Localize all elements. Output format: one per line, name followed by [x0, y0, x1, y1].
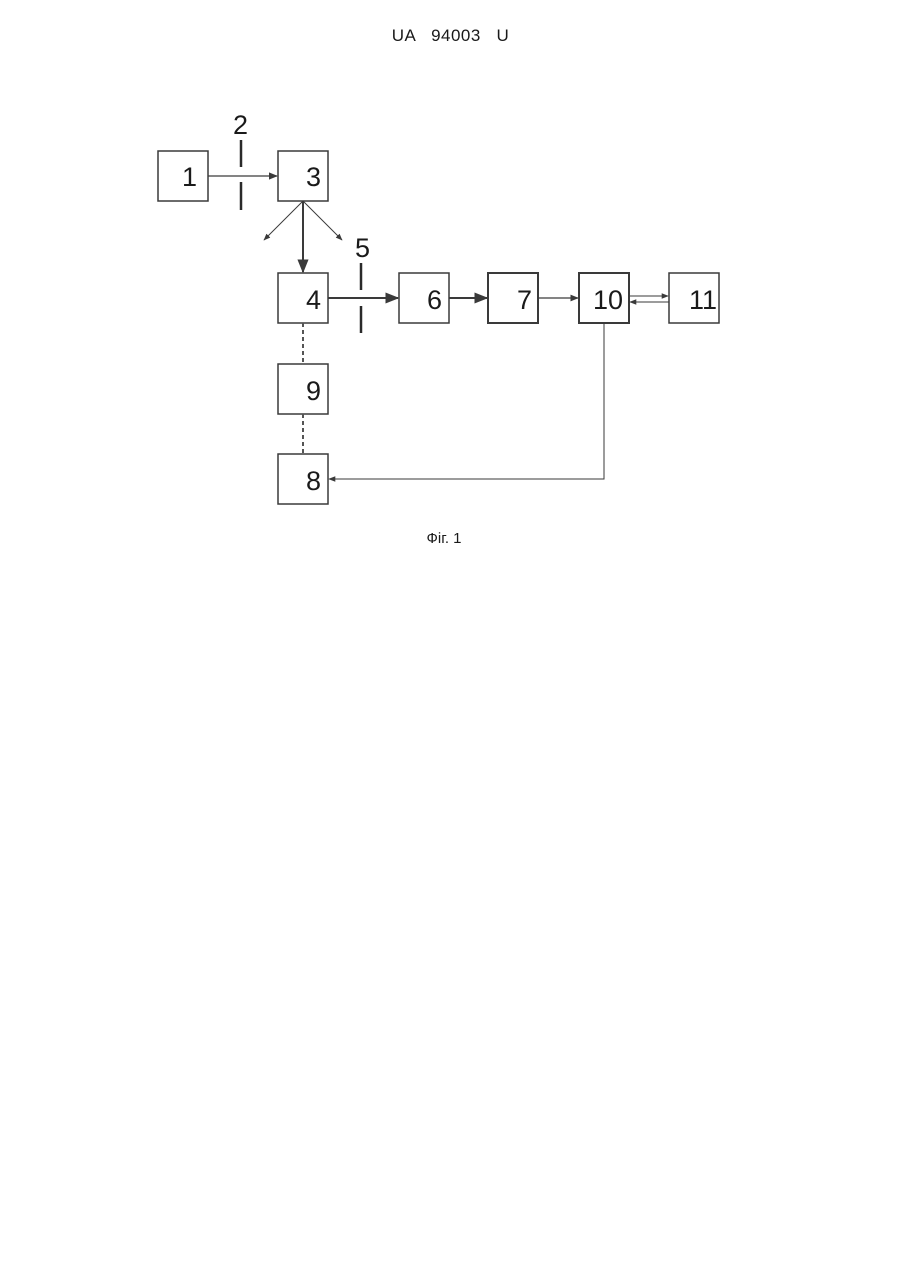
scatter-ray-right	[303, 201, 342, 240]
block-7: 7	[488, 273, 538, 323]
block-4-label: 4	[306, 285, 321, 315]
block-10-label: 10	[593, 285, 623, 315]
block-4: 4	[278, 273, 328, 323]
marker-5-label: 5	[355, 233, 370, 263]
marker-2: 2	[233, 110, 248, 210]
block-diagram: 1 3 4 6 7 10 11 9 8 2	[0, 0, 901, 600]
block-3: 3	[278, 151, 328, 201]
block-8: 8	[278, 454, 328, 504]
block-3-label: 3	[306, 162, 321, 192]
block-8-label: 8	[306, 466, 321, 496]
figure-caption: Фіг. 1	[0, 530, 888, 547]
block-1-label: 1	[182, 162, 197, 192]
block-6-label: 6	[427, 285, 442, 315]
block-6: 6	[399, 273, 449, 323]
block-11: 11	[669, 273, 719, 323]
block-10: 10	[579, 273, 629, 323]
block-11-label: 11	[689, 285, 717, 315]
block-9: 9	[278, 364, 328, 414]
feedback-10-to-8	[329, 323, 604, 479]
scatter-ray-left	[264, 201, 303, 240]
block-9-label: 9	[306, 376, 321, 406]
marker-2-label: 2	[233, 110, 248, 140]
block-1: 1	[158, 151, 208, 201]
block-7-label: 7	[517, 285, 532, 315]
marker-5: 5	[355, 233, 370, 333]
